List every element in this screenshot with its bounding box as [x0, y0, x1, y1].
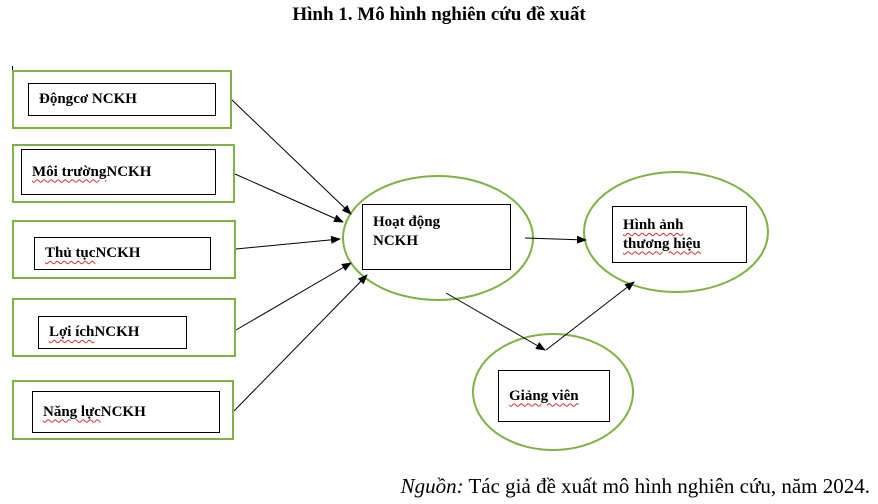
central-label-line2: NCKH — [373, 232, 418, 249]
arrow-loi-ich — [235, 262, 352, 331]
outcome-label-line1: Hình ảnh — [623, 216, 684, 233]
mediator-label: Giảng viên — [509, 387, 579, 404]
factor-loi-ich: Lợi ích NCKH — [38, 316, 187, 349]
factor-moi-truong: Môi trường NCKH — [21, 149, 216, 195]
central-node: Hoạt động NCKH — [362, 204, 511, 270]
factor-nang-luc: Năng lực NCKH — [32, 391, 220, 433]
outcome-ellipse — [583, 171, 769, 293]
factor-label-nang-luc-b: NCKH — [100, 403, 146, 420]
arrow-dong-co — [231, 99, 352, 215]
arrow-moi-truong — [234, 173, 344, 223]
factor-label-dong-co-a: Động — [39, 91, 74, 108]
factor-frame-thu-tuc — [12, 220, 236, 279]
factor-frame-dong-co — [12, 70, 232, 129]
factor-thu-tuc: Thủ tục NCKH — [34, 237, 211, 270]
factor-label-thu-tuc-b: NCKH — [95, 245, 141, 262]
central-label-line1: Hoạt động — [373, 214, 441, 230]
figure-title: Hình 1. Mô hình nghiên cứu đề xuất — [292, 4, 586, 25]
mediator-node: Giảng viên — [498, 370, 610, 422]
factor-label-moi-truong-a: Môi trường — [32, 163, 107, 180]
source-text: Tác giả đề xuất mô hình nghiên cứu, năm … — [463, 474, 870, 498]
factor-label-dong-co-b: cơ NCKH — [73, 91, 137, 108]
outcome-node: Hình ảnh thương hiệu — [612, 206, 747, 263]
factor-frame-loi-ich — [12, 298, 236, 357]
figure-source: Nguồn: Tác giả đề xuất mô hình nghiên cứ… — [401, 474, 870, 499]
source-prefix: Nguồn: — [400, 474, 464, 498]
arrow-central-mediator — [445, 292, 546, 351]
factor-frame-moi-truong — [12, 144, 235, 203]
factor-label-loi-ich-a: Lợi ích — [49, 324, 95, 341]
factor-label-moi-truong-b: NCKH — [106, 163, 152, 180]
factor-label-loi-ich-b: NCKH — [94, 324, 140, 341]
factor-frame-nang-luc — [12, 380, 234, 440]
arrow-central-outcome — [524, 235, 587, 244]
factor-label-thu-tuc-a: Thủ tục — [45, 245, 96, 262]
arrow-thu-tuc — [235, 235, 341, 250]
outcome-label-line2: thương hiệu — [623, 235, 701, 252]
mediator-ellipse — [472, 333, 634, 451]
factor-dong-co: Động cơ NCKH — [28, 83, 216, 116]
arrow-nang-luc — [233, 274, 368, 412]
arrow-mediator-outcome — [545, 281, 635, 351]
factor-label-nang-luc-a: Năng lực — [43, 403, 101, 420]
